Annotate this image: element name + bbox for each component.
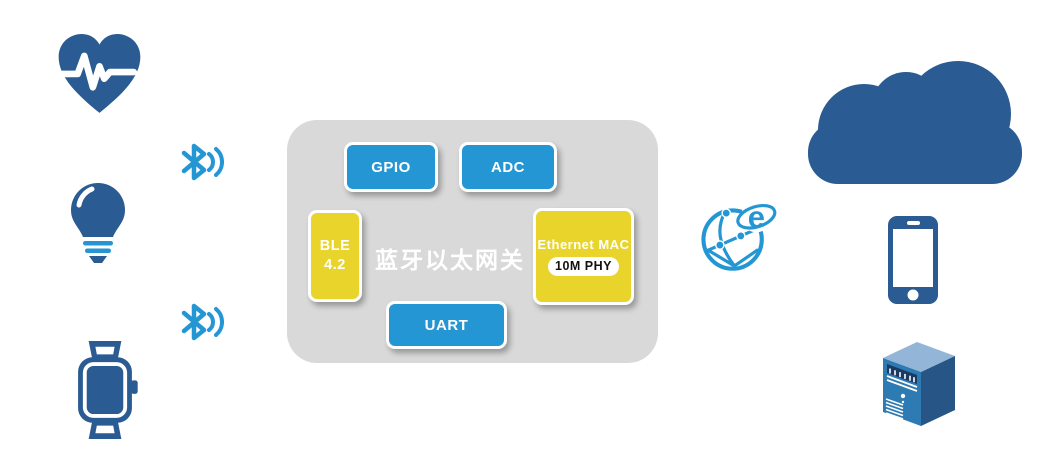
internet-globe-e-icon: e [698,196,780,274]
server-icon [872,326,962,426]
internet-e-letter: e [748,200,765,235]
adc-chip: ADC [459,142,557,192]
phy-badge: 10M PHY [548,257,619,277]
cloud-icon [800,50,1030,188]
heart-rate-monitor-icon [52,28,147,118]
ethernet-mac-chip: Ethernet MAC 10M PHY [533,208,634,305]
uart-label: UART [424,316,469,334]
ble-chip: BLE 4.2 [308,210,362,302]
gpio-chip: GPIO [344,142,438,192]
light-bulb-icon [66,182,130,264]
bluetooth-icon [176,136,224,188]
ble-label-line2: 4.2 [324,257,346,273]
adc-label: ADC [491,158,525,176]
uart-chip: UART [386,301,507,349]
gateway-title: 蓝牙以太网关 [375,247,525,273]
gpio-label: GPIO [371,158,411,176]
smart-watch-icon [70,340,140,440]
gateway-box: GPIO ADC BLE 4.2 蓝牙以太网关 Ethernet MAC 10M… [287,120,658,363]
ethernet-mac-label: Ethernet MAC [537,236,630,252]
bluetooth-icon [176,296,224,348]
ble-label-line1: BLE [319,238,351,255]
smartphone-icon [888,216,938,304]
